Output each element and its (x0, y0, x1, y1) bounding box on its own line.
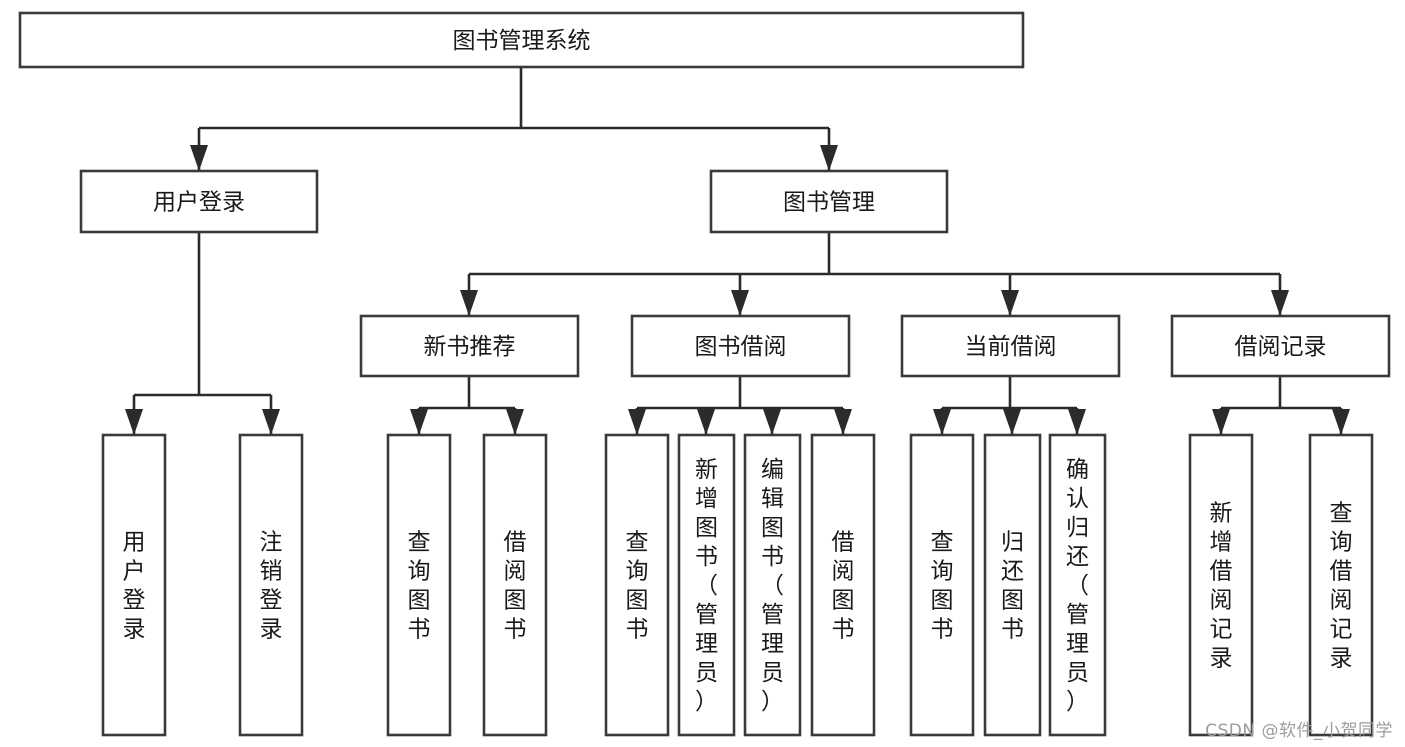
arrow-head-icon (628, 409, 646, 435)
arrow-head-icon (731, 290, 749, 316)
arrow-head-icon (834, 409, 852, 435)
node-box-root[interactable] (18, 11, 1025, 69)
arrow-head-icon (820, 145, 838, 171)
node-leaf-query-borrow-record[interactable]: 查询借阅记录 (1308, 433, 1374, 737)
arrow-head-icon (506, 409, 524, 435)
node-label-user-login: 用户登录 (153, 190, 245, 216)
node-box-borrow-record[interactable] (1170, 314, 1391, 378)
arrow-head-icon (410, 409, 428, 435)
node-label-leaf-query-book-borrow: 查询图书 (626, 530, 649, 643)
arrow-head-icon (1003, 409, 1021, 435)
node-box-leaf-query-book-current[interactable] (909, 433, 975, 737)
node-label-leaf-confirm-return-admin: 确认归还（管理员） (1066, 457, 1089, 715)
node-root[interactable]: 图书管理系统 (18, 11, 1025, 69)
node-label-leaf-add-borrow-record: 新增借阅记录 (1210, 501, 1233, 672)
arrow-head-icon (763, 409, 781, 435)
node-leaf-query-book-borrow[interactable]: 查询图书 (604, 433, 670, 737)
arrow-head-icon (460, 290, 478, 316)
node-book-manage[interactable]: 图书管理 (709, 169, 949, 234)
node-leaf-query-book-rec[interactable]: 查询图书 (386, 433, 452, 737)
node-label-leaf-user-logout: 注销登录 (260, 530, 283, 643)
node-box-leaf-confirm-return-admin[interactable] (1048, 433, 1107, 737)
node-label-leaf-borrow-book-rec: 借阅图书 (504, 530, 527, 643)
node-box-leaf-add-book-admin[interactable] (677, 433, 736, 737)
node-leaf-query-book-current[interactable]: 查询图书 (909, 433, 975, 737)
node-label-new-book-recommend: 新书推荐 (424, 334, 516, 360)
arrow-head-icon (697, 409, 715, 435)
node-box-leaf-return-book[interactable] (983, 433, 1042, 737)
arrow-head-icon (190, 145, 208, 171)
arrow-head-icon (262, 409, 280, 435)
node-leaf-user-login[interactable]: 用户登录 (101, 433, 167, 737)
node-leaf-edit-book-admin[interactable]: 编辑图书（管理员） (743, 433, 802, 737)
node-box-leaf-borrow-book-rec[interactable] (482, 433, 548, 737)
arrow-head-icon (1001, 290, 1019, 316)
node-box-leaf-user-logout[interactable] (238, 433, 304, 737)
node-label-book-borrow: 图书借阅 (695, 334, 787, 360)
node-label-leaf-query-book-current: 查询图书 (931, 530, 954, 643)
node-leaf-borrow-book-borrow[interactable]: 借阅图书 (810, 433, 876, 737)
node-layer: 图书管理系统用户登录图书管理新书推荐图书借阅当前借阅借阅记录用户登录注销登录查询… (18, 11, 1391, 737)
node-label-leaf-query-borrow-record: 查询借阅记录 (1330, 501, 1353, 672)
node-label-current-borrow: 当前借阅 (965, 334, 1057, 360)
node-leaf-borrow-book-rec[interactable]: 借阅图书 (482, 433, 548, 737)
node-book-borrow[interactable]: 图书借阅 (630, 314, 851, 378)
node-label-leaf-borrow-book-borrow: 借阅图书 (832, 530, 855, 643)
node-leaf-user-logout[interactable]: 注销登录 (238, 433, 304, 737)
arrow-head-icon (1271, 290, 1289, 316)
node-leaf-return-book[interactable]: 归还图书 (983, 433, 1042, 737)
node-label-root: 图书管理系统 (453, 28, 591, 54)
node-box-leaf-query-book-rec[interactable] (386, 433, 452, 737)
node-label-leaf-add-book-admin: 新增图书（管理员） (695, 457, 718, 715)
node-box-leaf-query-book-borrow[interactable] (604, 433, 670, 737)
arrow-head-icon (933, 409, 951, 435)
node-box-leaf-borrow-book-borrow[interactable] (810, 433, 876, 737)
node-box-leaf-edit-book-admin[interactable] (743, 433, 802, 737)
node-label-leaf-return-book: 归还图书 (1001, 530, 1024, 643)
arrow-head-icon (125, 409, 143, 435)
node-label-borrow-record: 借阅记录 (1235, 334, 1327, 360)
node-label-book-manage: 图书管理 (783, 190, 875, 216)
arrow-head-icon (1212, 409, 1230, 435)
node-new-book-recommend[interactable]: 新书推荐 (359, 314, 580, 378)
node-box-book-manage[interactable] (709, 169, 949, 234)
node-box-leaf-query-borrow-record[interactable] (1308, 433, 1374, 737)
node-leaf-add-book-admin[interactable]: 新增图书（管理员） (677, 433, 736, 737)
node-borrow-record[interactable]: 借阅记录 (1170, 314, 1391, 378)
node-box-leaf-user-login[interactable] (101, 433, 167, 737)
node-leaf-add-borrow-record[interactable]: 新增借阅记录 (1188, 433, 1254, 737)
arrow-head-icon (1068, 409, 1086, 435)
node-leaf-confirm-return-admin[interactable]: 确认归还（管理员） (1048, 433, 1107, 737)
node-current-borrow[interactable]: 当前借阅 (900, 314, 1121, 378)
arrow-head-icon (1332, 409, 1350, 435)
node-box-leaf-add-borrow-record[interactable] (1188, 433, 1254, 737)
node-box-new-book-recommend[interactable] (359, 314, 580, 378)
node-label-leaf-query-book-rec: 查询图书 (408, 530, 431, 643)
node-label-leaf-user-login: 用户登录 (123, 530, 146, 643)
node-box-user-login[interactable] (79, 169, 319, 234)
node-user-login[interactable]: 用户登录 (79, 169, 319, 234)
connector-layer (125, 67, 1350, 435)
node-label-leaf-edit-book-admin: 编辑图书（管理员） (761, 457, 784, 715)
node-box-book-borrow[interactable] (630, 314, 851, 378)
node-box-current-borrow[interactable] (900, 314, 1121, 378)
